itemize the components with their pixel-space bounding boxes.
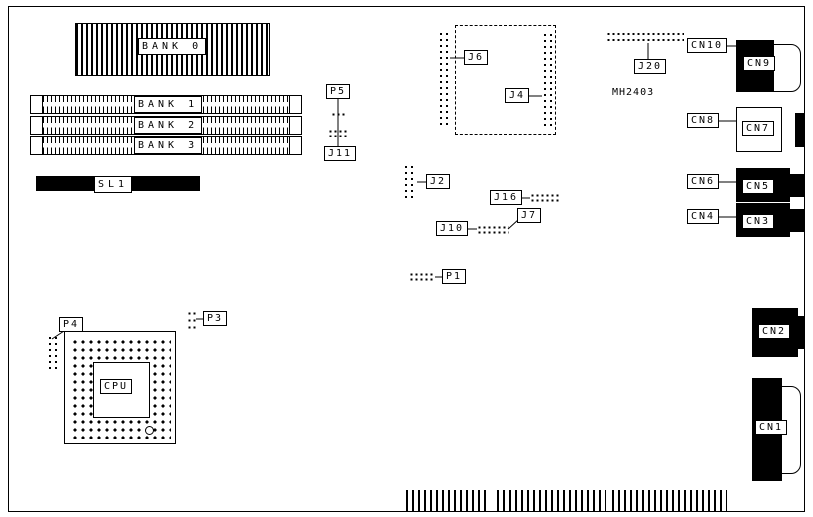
cpu-pin1-marker — [145, 426, 154, 435]
j20-pin-header — [605, 30, 684, 43]
bank2-end-pad-left — [30, 116, 43, 135]
p5-label: P5 — [326, 84, 351, 99]
cpu-label: CPU — [100, 379, 133, 394]
cn7-edge-tab — [795, 113, 805, 147]
cn7-label: CN7 — [742, 121, 775, 136]
cn2-edge-stub — [795, 316, 805, 349]
edge-connector-segment-3 — [612, 490, 727, 511]
j10-label: J10 — [436, 221, 469, 236]
cn2-label: CN2 — [758, 324, 791, 339]
bank2-end-pad-right — [289, 116, 302, 135]
cn10-label: CN10 — [687, 38, 728, 53]
p4-pin-header — [46, 334, 58, 369]
p3-jumper-pins — [186, 309, 197, 331]
j20-label: J20 — [634, 59, 667, 74]
mh2403-label: MH2403 — [612, 87, 655, 98]
bank2-label: BANK 2 — [134, 117, 203, 134]
cn4-label: CN4 — [687, 209, 720, 224]
p4-label: P4 — [59, 317, 84, 332]
cn8-label: CN8 — [687, 113, 720, 128]
j4-label: J4 — [505, 88, 530, 103]
sl1-label: SL1 — [94, 176, 133, 193]
p3-label: P3 — [203, 311, 228, 326]
j7-label: J7 — [517, 208, 542, 223]
cn3-edge-stub — [788, 209, 805, 232]
bank0-simm-module — [75, 23, 270, 76]
bank1-label: BANK 1 — [134, 96, 203, 113]
j16-label: J16 — [490, 190, 523, 205]
cn6-label: CN6 — [687, 174, 720, 189]
cn9-dsub-shell — [770, 44, 801, 92]
j11-label: J11 — [324, 146, 357, 161]
j4-pin-header — [541, 31, 554, 130]
cn3-label: CN3 — [742, 214, 775, 229]
cpu-socket — [64, 331, 176, 444]
edge-connector-segment-2 — [497, 490, 606, 511]
p1-jumper-pins — [408, 271, 435, 282]
j6-module-outline — [455, 25, 556, 135]
board-outline — [8, 6, 805, 512]
edge-connector-segment-1 — [406, 490, 489, 511]
j2-pin-header — [402, 163, 417, 198]
bank1-end-pad-left — [30, 95, 43, 114]
bank3-end-pad-right — [289, 136, 302, 155]
cn9-label: CN9 — [743, 56, 776, 71]
cn5-label: CN5 — [742, 179, 775, 194]
bank3-label: BANK 3 — [134, 137, 203, 154]
j6-pin-header — [437, 30, 450, 129]
cn5-edge-stub — [788, 174, 805, 197]
j2-label: J2 — [426, 174, 451, 189]
j10-jumper-pins — [476, 224, 509, 235]
p1-label: P1 — [442, 269, 467, 284]
j6-label: J6 — [464, 50, 489, 65]
j16-jumper-pins — [529, 192, 560, 203]
bank1-end-pad-right — [289, 95, 302, 114]
bank3-end-pad-left — [30, 136, 43, 155]
cn1-label: CN1 — [755, 420, 788, 435]
bank0-label: BANK 0 — [138, 38, 207, 55]
